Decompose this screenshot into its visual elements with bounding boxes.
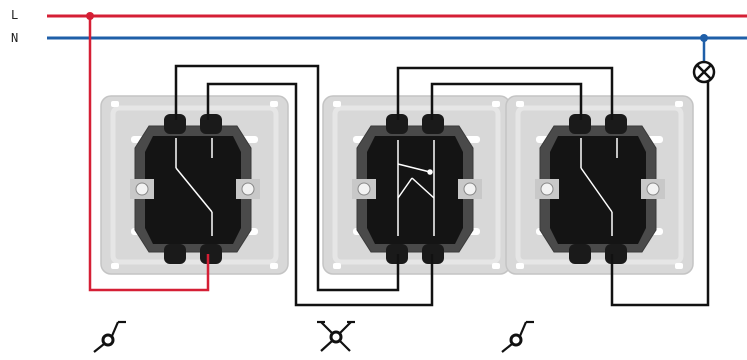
two-way-contact-1 (175, 138, 213, 236)
two-way-switch-symbol-icon (501, 320, 534, 353)
intermediate-switch-symbol-icon (317, 320, 355, 352)
switch-plate-1 (101, 96, 288, 274)
phase-feed-wire (88, 16, 210, 292)
intermediate-contact (397, 140, 435, 236)
two-way-contact-2 (580, 138, 618, 236)
neutral-label: N (11, 31, 19, 45)
phase-junction (86, 12, 94, 20)
neutral-junction (700, 34, 708, 42)
switch-plate-2 (323, 96, 510, 274)
lamp-icon (692, 60, 716, 84)
phase-label: L (11, 8, 19, 22)
traveller-wires (174, 64, 710, 307)
switch-plate-3 (506, 96, 693, 274)
two-way-switch-symbol-icon (93, 320, 126, 353)
